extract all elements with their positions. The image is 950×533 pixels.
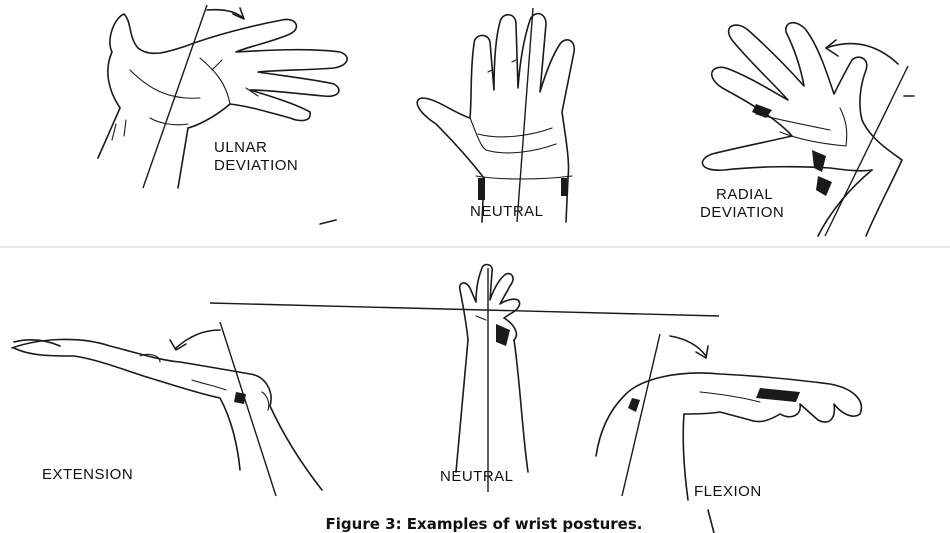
figure-caption: Figure 3: Examples of wrist postures. — [326, 515, 643, 533]
flexion-label: FLEXION — [694, 483, 762, 500]
flexion-illustration — [596, 334, 861, 500]
neutral-top-label: NEUTRAL — [470, 203, 544, 220]
neutral-bottom-label: NEUTRAL — [440, 468, 514, 485]
neutral-bottom-illustration — [456, 265, 528, 492]
ulnar-mark — [320, 220, 336, 224]
radial-deviation-label-line2: DEVIATION — [700, 204, 784, 221]
neutral-top-illustration — [417, 8, 574, 222]
flexion-mark — [708, 510, 714, 533]
radial-deviation-label-line1: RADIAL — [716, 186, 773, 203]
extension-label: EXTENSION — [42, 466, 133, 483]
ulnar-deviation-label-line2: DEVIATION — [214, 157, 298, 174]
ulnar-deviation-label-line1: ULNAR — [214, 139, 267, 156]
